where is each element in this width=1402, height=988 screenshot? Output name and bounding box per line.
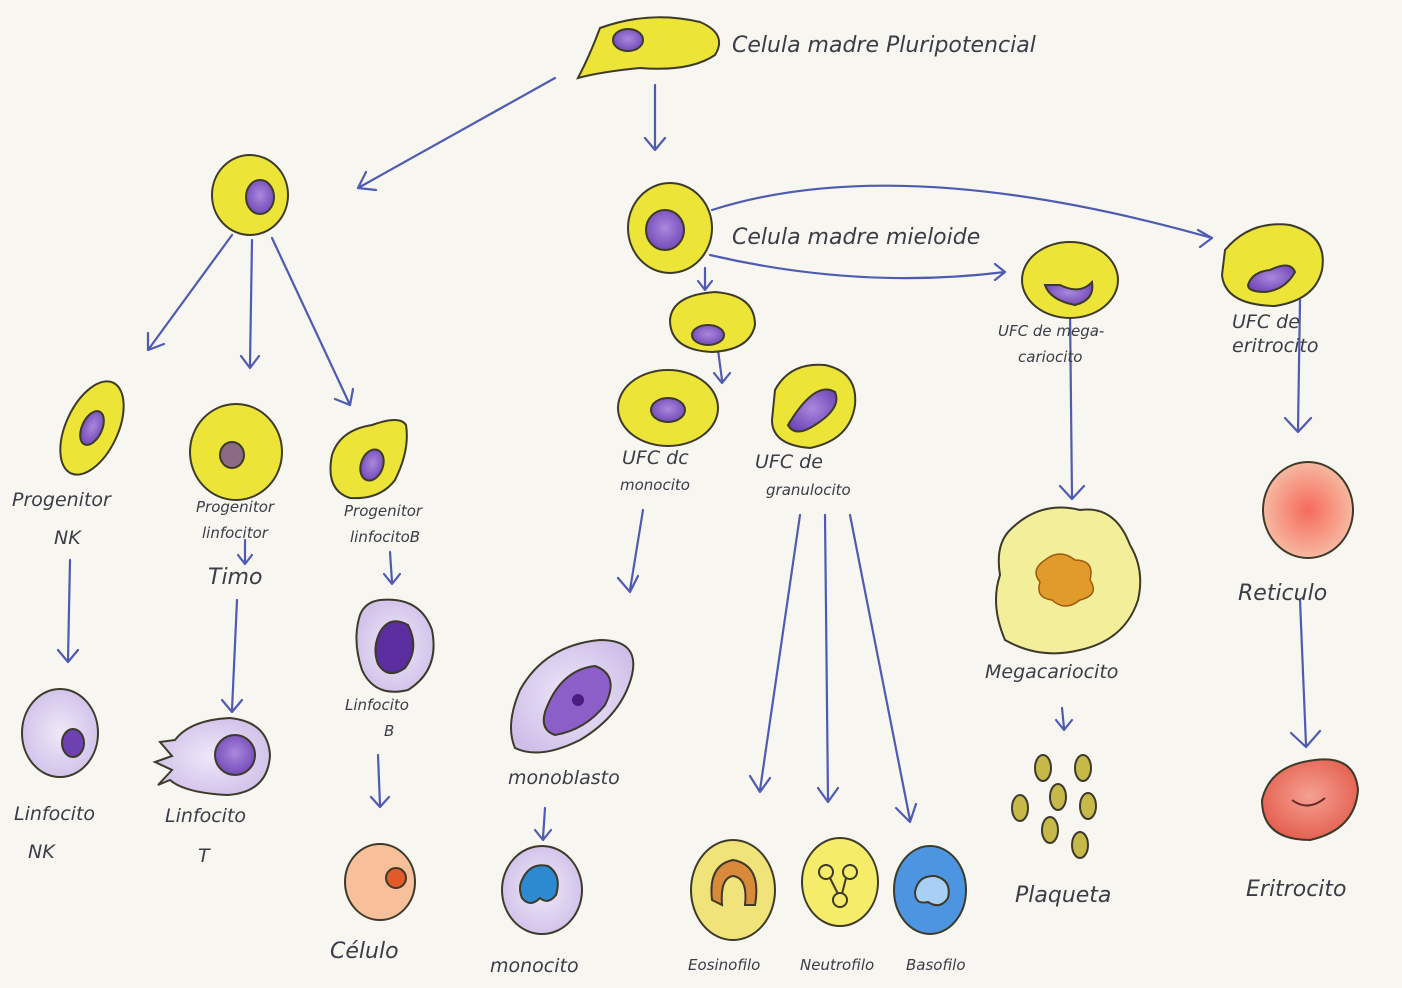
label-ufc-mono-2: monocito xyxy=(620,476,690,494)
megacariocito-cell xyxy=(996,508,1140,654)
arrow-timo-to-linf-t xyxy=(222,600,242,712)
arrow-prog-b-down xyxy=(384,552,400,584)
labels: Celula madre Pluripotencial Celula madre… xyxy=(12,33,1346,977)
arrow-to-eosinofilo xyxy=(750,515,800,792)
label-prog-b-1: Progenitor xyxy=(344,502,423,520)
ufc-megacariocito-cell xyxy=(1022,242,1118,318)
arrow-to-basofilo xyxy=(850,515,916,822)
label-megacariocito: Megacariocito xyxy=(985,661,1118,683)
label-prog-t-2: linfocitor xyxy=(202,524,269,542)
label-ufc-gran-1: UFC de xyxy=(755,451,823,473)
arrow-to-plaqueta xyxy=(1056,708,1072,730)
basofilo-cell xyxy=(894,846,966,934)
label-monoblasto: monoblasto xyxy=(508,767,620,789)
eritrocito-cell xyxy=(1262,759,1358,840)
label-reticulo: Reticulo xyxy=(1238,581,1327,606)
label-ufc-mega-1: UFC de mega- xyxy=(998,322,1104,340)
plaqueta-cells xyxy=(1012,755,1096,858)
label-eritrocito: Eritrocito xyxy=(1246,877,1346,902)
neutrofilo-cell xyxy=(802,838,878,926)
eosinofilo-cell xyxy=(691,840,775,940)
arrow-to-eritrocito xyxy=(1291,600,1320,747)
monocito-cell xyxy=(502,846,582,934)
arrow-to-ufc-monocyte xyxy=(714,350,730,383)
label-celulo: Célulo xyxy=(330,939,399,964)
arrow-prog-t-to-timo xyxy=(238,540,252,564)
label-monocito: monocito xyxy=(490,955,579,977)
myeloid-stem-cell xyxy=(628,183,712,273)
label-linf-t-2: T xyxy=(198,845,211,867)
linfocito-b-cell xyxy=(356,600,433,692)
progenitor-t-cell xyxy=(190,404,282,500)
label-ufc-gran-2: granulocito xyxy=(766,481,851,499)
label-ufc-eri-2: eritrocito xyxy=(1232,335,1318,357)
reticulo-cell xyxy=(1263,462,1353,558)
label-basofilo: Basofilo xyxy=(906,956,966,974)
arrow-linf-b-to-celulo xyxy=(371,755,389,807)
ufc-granulocito-cell xyxy=(772,365,855,448)
arrow-to-prog-b xyxy=(272,238,353,405)
arrow-monoblasto-to-monocito xyxy=(535,808,551,840)
arrow-to-lymphoid xyxy=(358,78,555,190)
label-ufc-mega-2: cariocito xyxy=(1018,348,1082,366)
linfocito-nk-cell xyxy=(22,689,98,777)
label-prog-b-2: linfocitoB xyxy=(350,528,420,546)
label-eosinofilo: Eosinofilo xyxy=(688,956,760,974)
cells xyxy=(22,17,1358,940)
ufc-monocito-cell xyxy=(618,370,718,446)
cfu-small-cell xyxy=(670,292,755,352)
label-linf-nk-2: NK xyxy=(28,841,56,863)
label-ufc-mono-1: UFC dc xyxy=(622,447,689,469)
label-linf-b-2: B xyxy=(384,722,394,740)
monoblasto-cell xyxy=(511,640,633,753)
progenitor-nk-cell xyxy=(47,372,136,485)
label-linf-t-1: Linfocito xyxy=(165,805,246,827)
arrow-prog-nk-to-linf-nk xyxy=(58,560,78,662)
lymphoid-stem-cell xyxy=(212,155,288,235)
arrow-to-myeloid xyxy=(645,85,665,150)
arrow-to-megakaryocyte-progenitor xyxy=(710,255,1005,280)
label-ufc-eri-1: UFC de xyxy=(1232,311,1300,333)
celulo-cell xyxy=(345,844,415,920)
label-prog-nk-2: NK xyxy=(54,527,82,549)
arrow-to-prog-t xyxy=(241,240,259,368)
progenitor-b-cell xyxy=(330,420,406,498)
label-linf-nk-1: Linfocito xyxy=(14,803,95,825)
ufc-eritrocito-cell xyxy=(1222,224,1323,306)
label-timo: Timo xyxy=(208,565,262,590)
label-prog-nk-1: Progenitor xyxy=(12,489,112,511)
label-pluripotent: Celula madre Pluripotencial xyxy=(732,33,1036,58)
pluripotent-stem-cell xyxy=(578,17,719,78)
arrow-ufc-mono-to-monoblasto xyxy=(618,510,643,592)
label-prog-t-1: Progenitor xyxy=(196,498,275,516)
label-linf-b-1: Linfocito xyxy=(345,696,409,714)
arrow-to-neutrofilo xyxy=(818,515,838,802)
arrow-to-cfu-small xyxy=(698,268,712,290)
label-plaqueta: Plaqueta xyxy=(1015,883,1111,908)
label-neutrofilo: Neutrofilo xyxy=(800,956,874,974)
arrow-to-prog-nk xyxy=(148,235,232,350)
linfocito-t-cell xyxy=(155,718,270,795)
label-myeloid: Celula madre mieloide xyxy=(732,225,980,250)
